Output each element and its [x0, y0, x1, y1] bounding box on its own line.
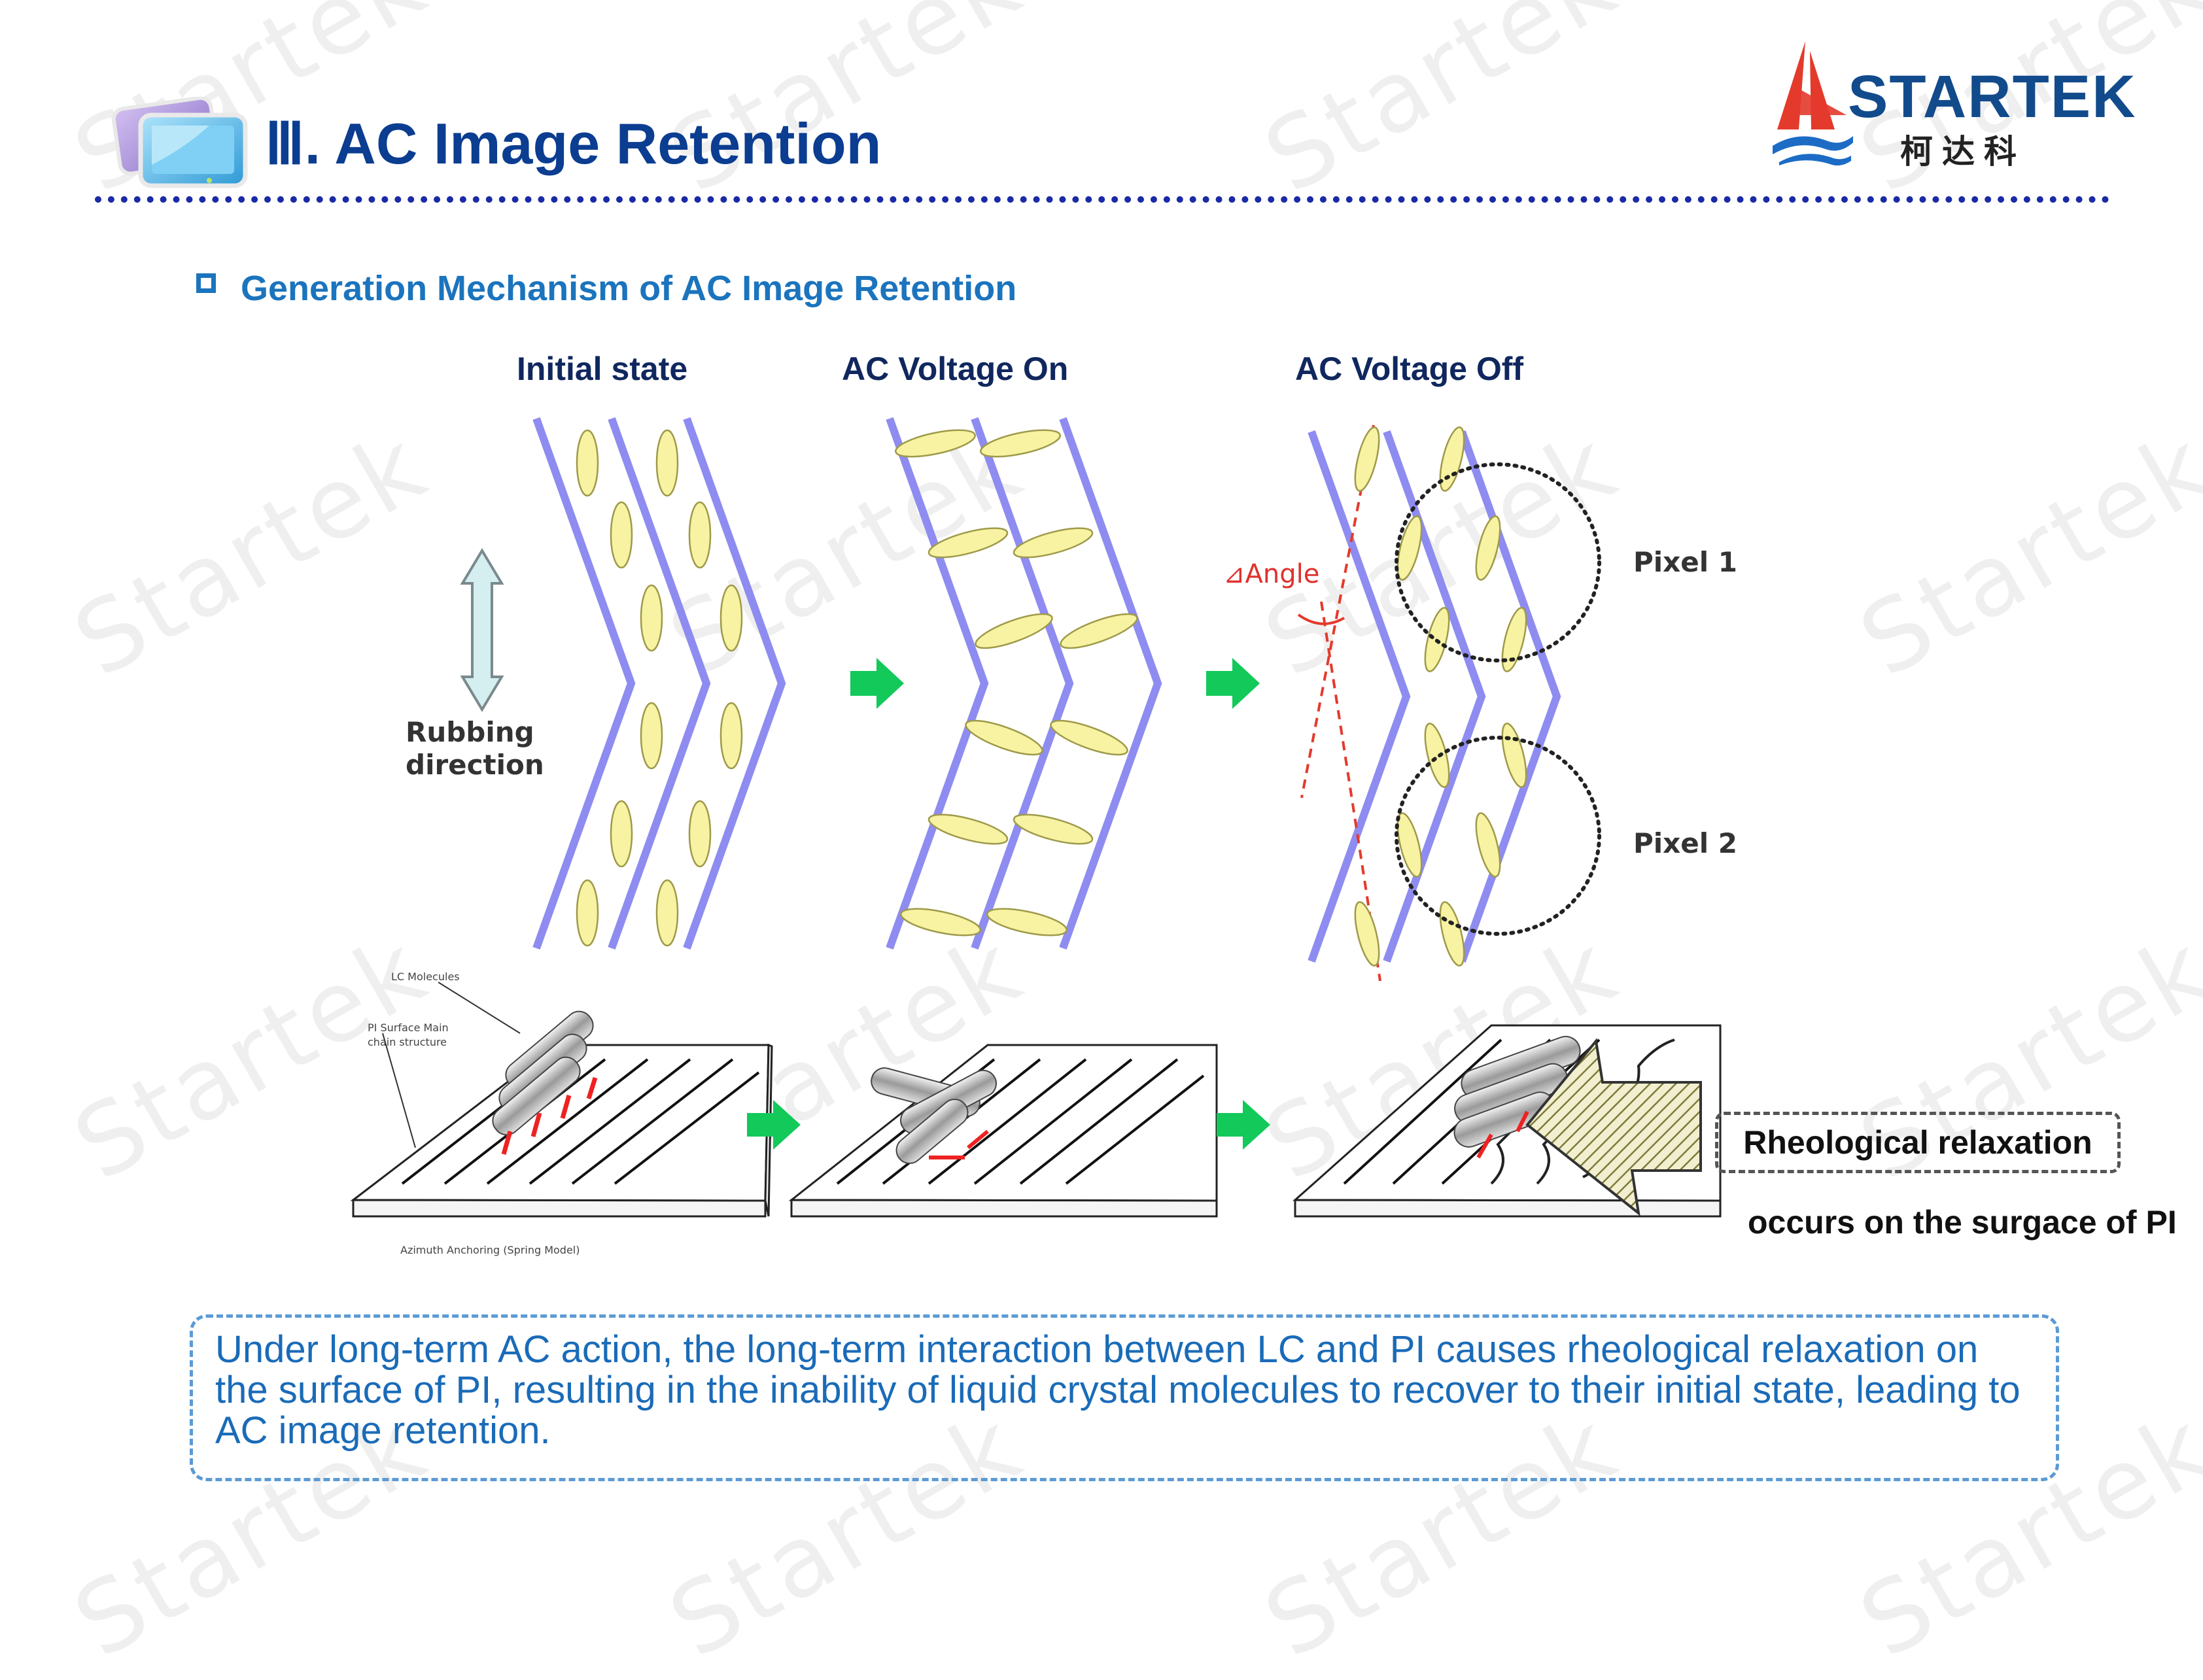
azimuth-anchoring-label: Azimuth Anchoring (Spring Model) [400, 1244, 580, 1256]
column-label-voltage-on: AC Voltage On [842, 351, 1069, 387]
pi-surface-label-line1: PI Surface Main [368, 1021, 449, 1034]
relaxation-callout-continued: occurs on the surgace of PI [1748, 1204, 2177, 1241]
startek-logo-icon [1773, 41, 1853, 165]
pixel-2-circle [1395, 736, 1601, 936]
section-heading: Generation Mechanism of AC Image Retenti… [241, 269, 1017, 308]
brand-name: STARTEK [1848, 63, 2137, 130]
lc-molecules-label: LC Molecules [391, 970, 460, 983]
brand-chinese-name: 柯达科 [1900, 133, 2026, 171]
relaxation-callout-text: Rheological relaxation [1743, 1124, 2092, 1161]
green-arrow-icon [850, 658, 904, 709]
angle-label: ⊿Angle [1223, 559, 1320, 589]
rubbing-label-line1: Rubbing [406, 716, 534, 748]
watermark: Startek [56, 408, 446, 700]
green-arrow-icon [747, 1100, 801, 1150]
pixel-1-circle [1395, 462, 1601, 662]
green-arrow-icon [1217, 1100, 1270, 1150]
lc-alignment-diagram [460, 417, 1601, 982]
pi-surface-diagram [350, 982, 1722, 1218]
pixel-1-label: Pixel 1 [1633, 546, 1737, 578]
watermark: Startek [1246, 0, 1637, 216]
column-label-initial: Initial state [517, 351, 688, 387]
summary-text: Under long-term AC action, the long-term… [215, 1328, 2021, 1452]
pi-surface-label-line2: chain structure [368, 1036, 447, 1048]
watermark: Startek [651, 0, 1041, 216]
header-divider [95, 196, 2109, 203]
column-label-voltage-off: AC Voltage Off [1295, 351, 1524, 387]
relaxation-callout: Rheological relaxation [1715, 1112, 2121, 1173]
summary-box: Under long-term AC action, the long-term… [190, 1314, 2059, 1481]
tablet-icon [111, 97, 248, 188]
square-bullet-icon [196, 273, 216, 293]
rubbing-direction-arrow-icon [460, 548, 504, 712]
rubbing-label-line2: direction [406, 749, 544, 781]
page-title: Ⅲ. AC Image Retention [265, 111, 882, 176]
watermark: Startek [1841, 408, 2203, 700]
relaxation-arrow-icon [1525, 1038, 1702, 1216]
pixel-2-label: Pixel 2 [1633, 827, 1737, 859]
green-arrow-icon [1206, 658, 1260, 709]
